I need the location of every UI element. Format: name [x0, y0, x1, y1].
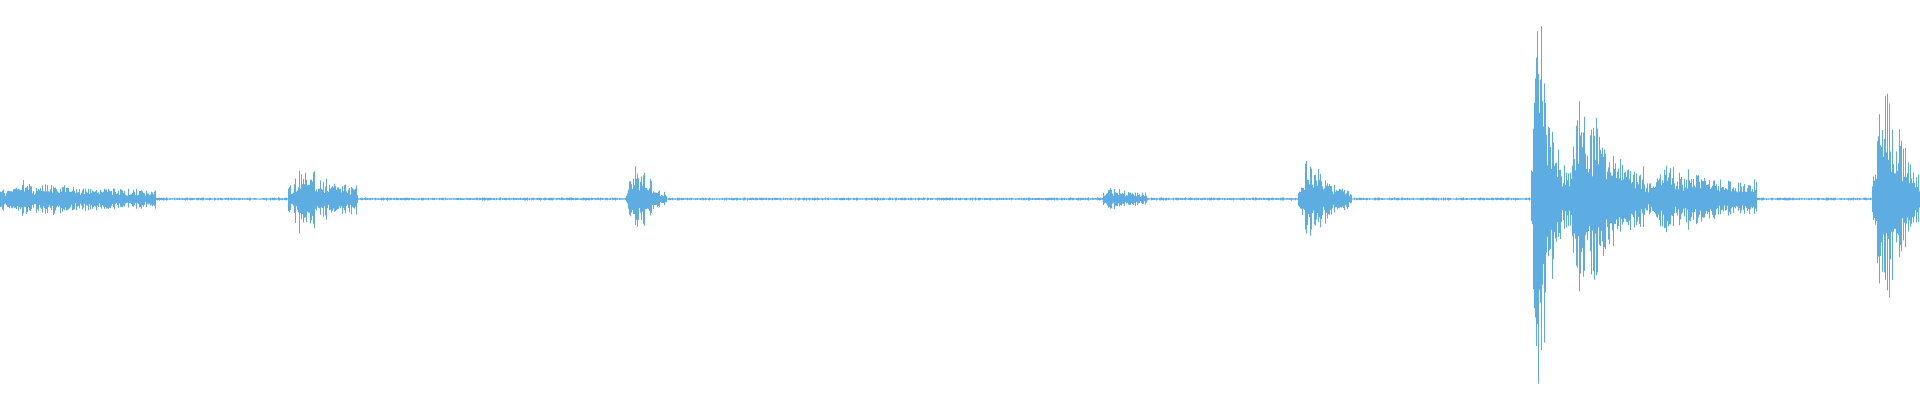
waveform-path	[0, 26, 1920, 384]
waveform-samples	[0, 26, 1920, 384]
